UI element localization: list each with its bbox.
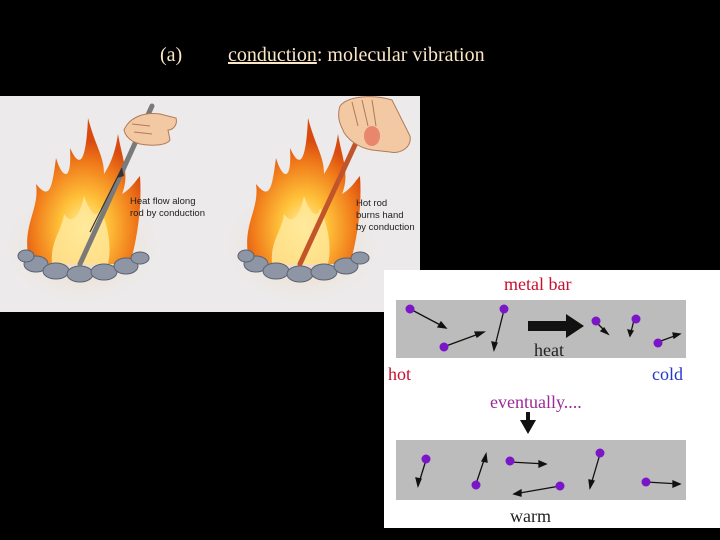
concept-title: conduction: molecular vibration [228,44,485,67]
left-flame [27,118,141,264]
warm-label: warm [510,506,551,526]
concept-description: : molecular vibration [316,44,485,66]
left-hand [123,113,177,146]
slide-heading: (a) conduction: molecular vibration [0,44,720,74]
cold-label: cold [652,364,683,384]
bottom-bar-molecule-dots [421,448,651,491]
right-hand [338,96,411,153]
top-bar-molecule-dots [405,304,663,352]
left-campfire: Heat flow along rod by conduction [2,103,205,306]
metal-bar-diagram: metal bar heat hot cold eventually.... [384,270,720,528]
concept-term: conduction [228,44,317,66]
right-caption-line-3: by conduction [356,222,415,233]
right-campfire: Hot rod burns hand by conduction [222,96,415,306]
right-fire-stones [237,249,370,283]
left-caption-line-2: rod by conduction [130,208,205,219]
left-caption-line-1: Heat flow along [130,196,195,207]
bottom-metal-bar [396,440,686,500]
top-bar-molecules [411,309,682,353]
campfire-illustration: Heat flow along rod by conduction [0,96,420,312]
metal-bar-title: metal bar [504,274,571,294]
section-label: (a) [160,44,183,66]
bottom-bar-molecules [415,451,682,497]
heat-arrow [528,314,584,338]
right-flame [247,118,361,264]
heat-label: heat [534,340,564,360]
right-caption-line-2: burns hand [356,210,404,221]
down-arrow [520,412,536,434]
eventually-label: eventually.... [490,392,582,412]
left-heat-arrow [89,167,123,233]
hot-label: hot [388,364,411,384]
right-caption-line-1: Hot rod [356,198,387,209]
